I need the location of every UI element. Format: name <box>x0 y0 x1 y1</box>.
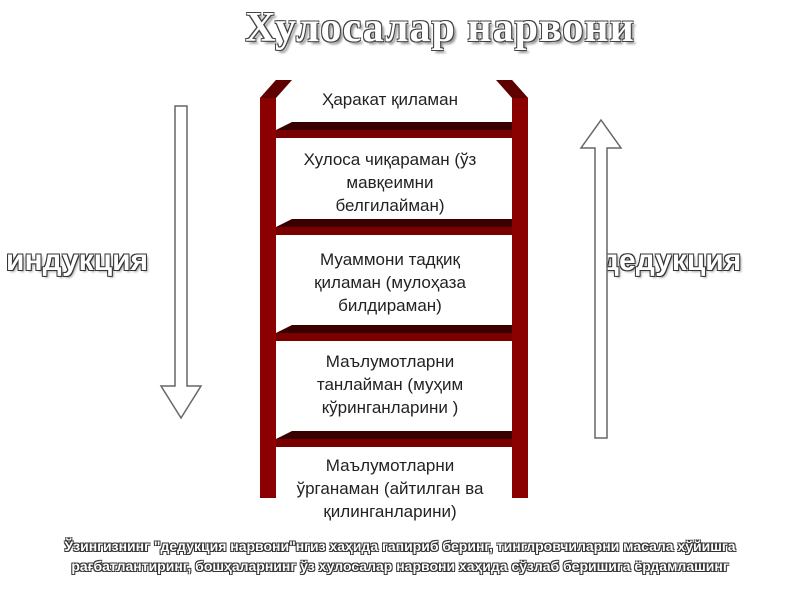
caption-text: Ўзингизнинг "дедукция нарвони"нгиз хаҳид… <box>64 538 736 574</box>
page-title: Хулосалар нарвони <box>245 5 635 51</box>
ladder-rung <box>276 325 512 341</box>
ladder-step-3: Муаммони тадқиқ қиламан (мулоҳаза билдир… <box>314 250 466 315</box>
ladder-step-2: Хулоса чиқараман (ўз мавқеимни белгилайм… <box>303 150 477 215</box>
down-arrow-icon <box>159 105 203 420</box>
ladder-step-5: Маълумотларни ўрганаман (айтилган ва қил… <box>296 456 484 521</box>
ladder-rung <box>276 122 512 138</box>
ladder-step-4: Маълумотларни танлайман (муҳим кўринганл… <box>316 352 464 417</box>
ladder-step-1: Ҳаракат қиламан <box>322 90 458 109</box>
ladder-rung <box>276 219 512 235</box>
deduction-label: дедукция <box>600 244 742 277</box>
ladder-rung <box>276 431 512 447</box>
ladder-right-rail-face <box>512 98 528 498</box>
up-arrow-icon <box>579 118 623 439</box>
induction-label: индукция <box>6 244 149 277</box>
ladder-left-rail-face <box>260 98 276 498</box>
